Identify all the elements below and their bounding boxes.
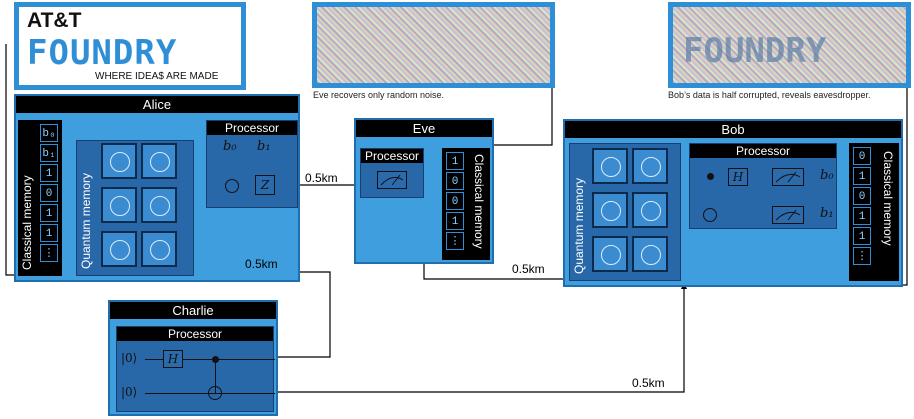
charlie-control-dot [212,356,219,363]
charlie-ket0-a: |0⟩ [121,351,138,365]
alice-qubit [141,231,177,267]
alice-qubit [101,143,137,179]
charlie-h-gate: H [163,350,183,368]
distance-eve-bob: 0.5km [512,262,545,276]
eve-memory-cells: 1 0 0 1 ⋮ [444,150,466,250]
alice-memory-cell: 1 [40,224,58,242]
charlie-panel: Charlie Processor |0⟩ |0⟩ H [108,300,278,416]
bob-panel: Bob Quantum memory Processor H b₀ b₁ 0 1… [563,119,903,287]
eve-memory-cell: 1 [446,212,464,230]
bob-processor-title: Processor [690,144,836,158]
alice-qubit [101,231,137,267]
alice-memory-cell: 0 [40,184,58,202]
charlie-cnot-target [208,386,222,400]
alice-memory-cell: 1 [40,204,58,222]
eve-memory-cell: ⋮ [446,232,464,250]
charlie-processor-title: Processor [117,327,273,341]
alice-z-gate: Z [255,175,275,195]
eve-classical-label: Classical memory [472,154,486,249]
bob-qubit [632,192,668,228]
bob-qubit [632,236,668,272]
bob-control-dot [707,173,714,180]
eve-classical-memory: 1 0 0 1 ⋮ Classical memory [442,148,490,260]
alice-qubit [101,187,137,223]
eve-result-caption: Eve recovers only random noise. [313,90,445,100]
alice-memory-cells: b₀ b₁ 1 0 1 1 ⋮ [38,122,60,262]
alice-memory-cell: ⋮ [40,244,58,262]
distance-charlie-alice: 0.5km [245,257,278,271]
bob-qubit [592,192,628,228]
eve-memory-cell: 0 [446,172,464,190]
charlie-title: Charlie [110,302,276,319]
bob-qubit [592,148,628,184]
distance-charlie-bob: 0.5km [632,376,665,390]
bob-cnot-target [703,208,717,222]
bob-h-gate: H [728,168,748,186]
bob-memory-cell: ⋮ [853,247,871,265]
distance-alice-eve: 0.5km [305,171,338,185]
bob-memory-cell: 0 [853,187,871,205]
eve-noise-image [312,2,555,88]
alice-memory-cell: b₁ [40,144,58,162]
alice-classical-label: Classical memory [20,175,34,270]
bob-qubit [592,236,628,272]
eve-measurement-icon [377,171,407,189]
alice-title: Alice [16,96,298,113]
eve-memory-cell: 0 [446,192,464,210]
alice-memory-cell: b₀ [40,124,58,142]
bob-noisy-word: FOUNDRY [683,31,827,71]
bob-measurement-icon [772,168,804,186]
charlie-ket0-b: |0⟩ [121,385,138,399]
logo-brand: AT&T [27,9,82,32]
eve-panel: Eve Processor 1 0 0 1 ⋮ Classical memory [354,118,494,264]
logo-name: FOUNDRY [27,33,178,73]
alice-cnot-target [225,179,239,193]
bob-memory-cell: 1 [853,227,871,245]
bob-qubit [632,148,668,184]
bob-memory-cells: 0 1 0 1 1 ⋮ [851,145,873,265]
bob-memory-cell: 1 [853,167,871,185]
alice-b1-label: b₁ [257,139,271,154]
alice-qubit [141,187,177,223]
alice-quantum-memory: Quantum memory [76,140,194,276]
bob-b1-label: b₁ [820,206,834,221]
bob-result-caption: Bob’s data is half corrupted, reveals ea… [668,90,871,100]
charlie-wire [145,359,275,360]
bob-memory-cell: 0 [853,147,871,165]
alice-panel: Alice Classical memory b₀ b₁ 1 0 1 1 ⋮ Q… [14,94,300,282]
alice-classical-memory: Classical memory b₀ b₁ 1 0 1 1 ⋮ [18,120,62,276]
alice-b0-label: b₀ [223,139,237,154]
eve-memory-cell: 1 [446,152,464,170]
bob-measurement-icon [772,206,804,224]
eve-processor: Processor [360,148,424,198]
charlie-processor: Processor |0⟩ |0⟩ H [116,326,275,412]
charlie-cnot-line [215,359,216,393]
logo-tagline: WHERE IDEA$ ARE MADE [95,71,219,82]
bob-memory-cell: 1 [853,207,871,225]
logo-frame: AT&T FOUNDRY WHERE IDEA$ ARE MADE [14,2,246,90]
bob-quantum-label: Quantum memory [572,177,586,274]
eve-title: Eve [356,120,492,137]
alice-memory-cell: 1 [40,164,58,182]
eve-processor-title: Processor [361,149,423,163]
alice-processor-title: Processor [207,121,297,135]
alice-qubit [141,143,177,179]
alice-quantum-label: Quantum memory [79,172,93,269]
alice-processor: Processor b₀ b₁ Z [206,120,298,208]
bob-classical-label: Classical memory [881,151,895,246]
bob-b0-label: b₀ [820,168,834,183]
bob-processor: Processor H b₀ b₁ [689,143,837,229]
bob-noisy-image: FOUNDRY [668,2,911,88]
bob-title: Bob [565,121,901,138]
bob-quantum-memory: Quantum memory [569,143,681,281]
bob-classical-memory: 0 1 0 1 1 ⋮ Classical memory [849,143,899,281]
